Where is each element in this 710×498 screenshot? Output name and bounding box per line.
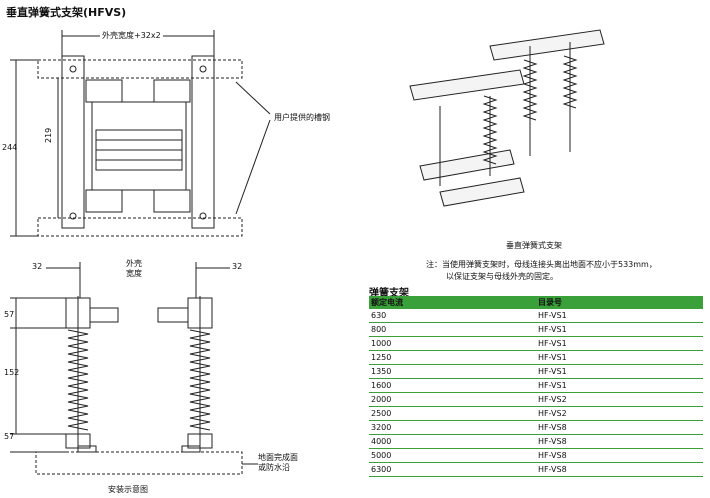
cell-current: 800 bbox=[369, 322, 536, 337]
cell-current: 6300 bbox=[369, 462, 536, 477]
cell-current: 3200 bbox=[369, 420, 536, 435]
height-outer-label: 244 bbox=[2, 143, 18, 152]
width-label-line2: 宽度 bbox=[126, 269, 142, 278]
cell-catalog: HF-VS2 bbox=[536, 392, 703, 407]
cell-catalog: HF-VS8 bbox=[536, 448, 703, 463]
height-inner-label: 219 bbox=[44, 127, 53, 143]
page-title: 垂直弹簧式支架(HFVS) bbox=[6, 6, 127, 19]
note-line-1: 注：当使用弹簧支架时，母线连接头离出地面不应小于533mm， bbox=[426, 260, 657, 269]
cell-catalog: HF-VS1 bbox=[536, 322, 703, 337]
cell-current: 630 bbox=[369, 309, 536, 323]
cell-current: 2000 bbox=[369, 392, 536, 407]
width-label-line1: 外壳 bbox=[126, 259, 142, 268]
note-text: 注：当使用弹簧支架时，母线连接头离出地面不应小于533mm， 以保证支架与母线外… bbox=[426, 259, 706, 283]
cell-catalog: HF-VS1 bbox=[536, 364, 703, 379]
cell-current: 5000 bbox=[369, 448, 536, 463]
install-drawing bbox=[10, 262, 258, 475]
floor-label-line1: 地面完成面 bbox=[258, 453, 298, 462]
cell-current: 1250 bbox=[369, 350, 536, 365]
cell-catalog: HF-VS2 bbox=[536, 406, 703, 421]
dim-mid-label: 152 bbox=[4, 368, 20, 377]
cell-catalog: HF-VS1 bbox=[536, 350, 703, 365]
width-dimension-label: 外壳宽度+32x2 bbox=[100, 30, 163, 41]
header-rated-current: 额定电流 bbox=[369, 296, 536, 309]
cell-catalog: HF-VS1 bbox=[536, 378, 703, 393]
cell-catalog: HF-VS8 bbox=[536, 462, 703, 477]
cell-catalog: HF-VS8 bbox=[536, 420, 703, 435]
table-header-row: 额定电流 目录号 bbox=[369, 296, 703, 309]
header-catalog-number: 目录号 bbox=[536, 296, 703, 309]
cell-catalog: HF-VS1 bbox=[536, 309, 703, 323]
cell-current: 2500 bbox=[369, 406, 536, 421]
dim-bottom-label: 57 bbox=[4, 432, 15, 441]
install-caption: 安装示意图 bbox=[108, 485, 148, 494]
iso-caption: 垂直弹簧式支架 bbox=[506, 241, 562, 250]
cell-catalog: HF-VS8 bbox=[536, 434, 703, 449]
cell-current: 4000 bbox=[369, 434, 536, 449]
left-offset-label: 32 bbox=[32, 262, 43, 271]
table-title: 弹簧支架 bbox=[369, 288, 409, 299]
channel-callout: 用户提供的槽钢 bbox=[274, 113, 330, 122]
cell-current: 1600 bbox=[369, 378, 536, 393]
cell-current: 1000 bbox=[369, 336, 536, 351]
isometric-drawing bbox=[409, 29, 605, 207]
cell-catalog: HF-VS1 bbox=[536, 336, 703, 351]
note-line-2: 以保证支架与母线外壳的固定。 bbox=[446, 272, 558, 281]
top-view-drawing bbox=[10, 30, 271, 237]
cell-current: 1350 bbox=[369, 364, 536, 379]
floor-label-line2: 或防水沿 bbox=[258, 463, 290, 472]
right-offset-label: 32 bbox=[232, 262, 243, 271]
dim-top-label: 57 bbox=[4, 310, 15, 319]
